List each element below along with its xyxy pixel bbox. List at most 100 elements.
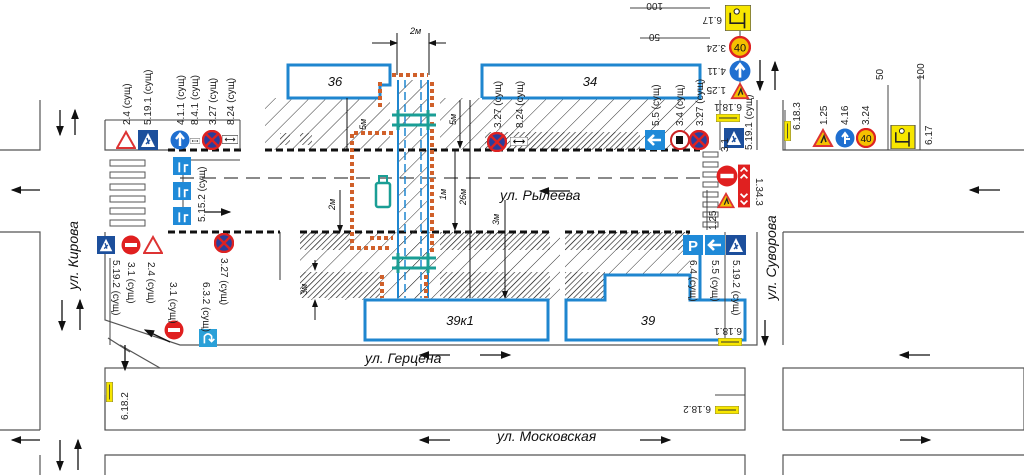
street-kirova: ул. Кирова (65, 221, 81, 291)
sign-label: 5.5 (сущ) (709, 260, 720, 302)
sign-5-19-2-crosswalk-icon (97, 236, 115, 254)
sign-label: 3.27 (сущ) (695, 79, 706, 126)
sign-3-27-no-stopping-icon (214, 233, 234, 253)
sign-4-1-1-straight-icon (170, 130, 190, 150)
sign-5-15-2-lane-icon (173, 207, 191, 225)
sign-6-18-3-detour-plate-icon (784, 121, 791, 141)
sign-label: 4.1.1 (сущ) (176, 75, 187, 125)
street-gertsena: ул. Герцена (364, 350, 442, 366)
building-34: 34 (480, 63, 702, 100)
sign-2-4-yield-icon (143, 236, 163, 254)
sign-label: 2.4 (сущ) (145, 262, 156, 304)
sign-label: 6.18.1 (714, 325, 742, 336)
sign-8-24-plate-icon (510, 137, 528, 146)
pedestrian-passage (397, 80, 429, 298)
sign-6-4-parking-icon (683, 235, 703, 255)
sign-6-17-detour-scheme-icon (890, 125, 916, 149)
sign-label: 3.24 (861, 105, 872, 125)
construction-fence (350, 73, 434, 298)
sign-label: 6.18.1 (714, 101, 742, 112)
sign-5-15-2-lane-icon (173, 182, 191, 200)
street-suvorova: ул. Суворова (763, 215, 779, 301)
sign-label: 5.19.2 (сущ) (110, 260, 121, 315)
street-rylyeva: ул. Рылеева (499, 187, 581, 203)
svg-text:34: 34 (583, 74, 597, 89)
sign-label: 1.25 (819, 105, 830, 125)
svg-text:36: 36 (328, 74, 343, 89)
sign-label: 6.18.2 (120, 392, 131, 420)
dimension-lines (312, 33, 508, 320)
sign-3-1-no-entry-icon (121, 235, 141, 255)
distance-marker: 50 (648, 31, 660, 42)
sign-3-24-speed-limit-icon (856, 128, 876, 148)
building-39: 39 (564, 255, 747, 342)
sign-5-19-1-crosswalk-icon (138, 130, 158, 150)
dim-top-width: 2м (409, 26, 421, 36)
dim-bottom-walk: 3м (491, 214, 501, 225)
dim-right-walk: 5м (448, 114, 458, 125)
sign-label: 1.25 (706, 84, 726, 95)
sign-label: 6.4 (сущ) (687, 260, 698, 302)
sign-label: 6.3.2 (сущ) (200, 282, 211, 332)
building-39k1: 39к1 (363, 298, 550, 342)
sign-6-18-2-detour-plate-icon (106, 382, 113, 402)
sign-4-1-1-straight-icon (729, 60, 751, 82)
sign-label: 1.25 (708, 210, 719, 230)
distance-marker: 100 (916, 63, 927, 80)
sign-3-27-no-stopping-icon (689, 130, 709, 150)
sign-label: 3.4 (сущ) (675, 84, 686, 126)
sign-6-18-2-detour-plate-icon (715, 406, 739, 414)
sign-label: 6.18.2 (683, 403, 711, 414)
sign-label: 5.19.1 (сущ) (143, 70, 154, 125)
sign-label: 4.11 (707, 65, 726, 76)
sign-label: 3.1 (сущ) (167, 282, 178, 324)
sign-4-1-6-straight-or-right-icon (835, 128, 855, 148)
gas-cylinder-icon (374, 175, 392, 209)
sign-6-18-1-detour-plate-icon (716, 114, 740, 122)
sign-1-34-3-direction-icon (738, 163, 750, 209)
sign-label: 8.4.1 (сущ) (190, 75, 201, 125)
svg-text:39: 39 (641, 313, 655, 328)
curbs (168, 148, 700, 234)
sign-label: 3.1 (сущ) (125, 262, 136, 304)
sign-label: 5.15.2 (сущ) (197, 167, 208, 222)
sign-5-19-2-crosswalk-icon (726, 235, 746, 255)
sign-label: 3.27 (сущ) (218, 258, 229, 305)
sign-label: 3.27 (сущ) (493, 81, 504, 128)
road-outlines (0, 100, 1024, 475)
sign-label: 1.34.3 (753, 178, 764, 206)
sign-3-27-no-stopping-icon (202, 130, 222, 150)
sign-3-1-no-entry-icon (716, 165, 738, 187)
dim-fence-offset: 2м (327, 199, 337, 211)
sign-1-25-roadworks-icon (717, 192, 735, 209)
sign-label: 3.1 (720, 138, 731, 152)
sign-3-24-speed-limit-icon (729, 36, 751, 58)
distance-marker: 50 (875, 68, 886, 80)
sign-label: 3.24 (706, 42, 726, 53)
sign-6-18-1-detour-plate-icon (718, 338, 742, 346)
sign-3-27-no-stopping-icon (487, 132, 507, 152)
traffic-arrows (10, 60, 1000, 472)
distance-marker: 100 (646, 0, 663, 11)
street-moskovskaya: ул. Московская (496, 428, 597, 444)
sign-5-5-one-way-icon (705, 235, 725, 255)
svg-text:39к1: 39к1 (446, 313, 474, 328)
sign-label: 5.5 (сущ) (651, 84, 662, 126)
sign-5-5-one-way-icon (645, 130, 665, 150)
crosswalk-left (109, 159, 146, 227)
sign-8-4-1-plate-icon (190, 137, 200, 145)
building-36: 36 (286, 63, 392, 100)
sign-1-25-roadworks-icon (812, 128, 834, 148)
barrier-icon (392, 110, 436, 273)
sign-label: 4.16 (840, 105, 851, 125)
sign-1-25-roadworks-icon (730, 82, 750, 100)
crosswalk-right (702, 151, 719, 228)
sign-6-17-detour-scheme-icon (725, 5, 751, 31)
sign-8-24-plate-icon (222, 135, 238, 144)
sign-label: 6.18.3 (792, 102, 803, 130)
sign-label: 8.24 (сущ) (226, 78, 237, 125)
dim-bottom-left-walk: 3м (299, 284, 309, 295)
sign-label: 5.19.1 (сущ) (744, 95, 755, 150)
sign-label: 2.4 (сущ) (122, 83, 133, 125)
